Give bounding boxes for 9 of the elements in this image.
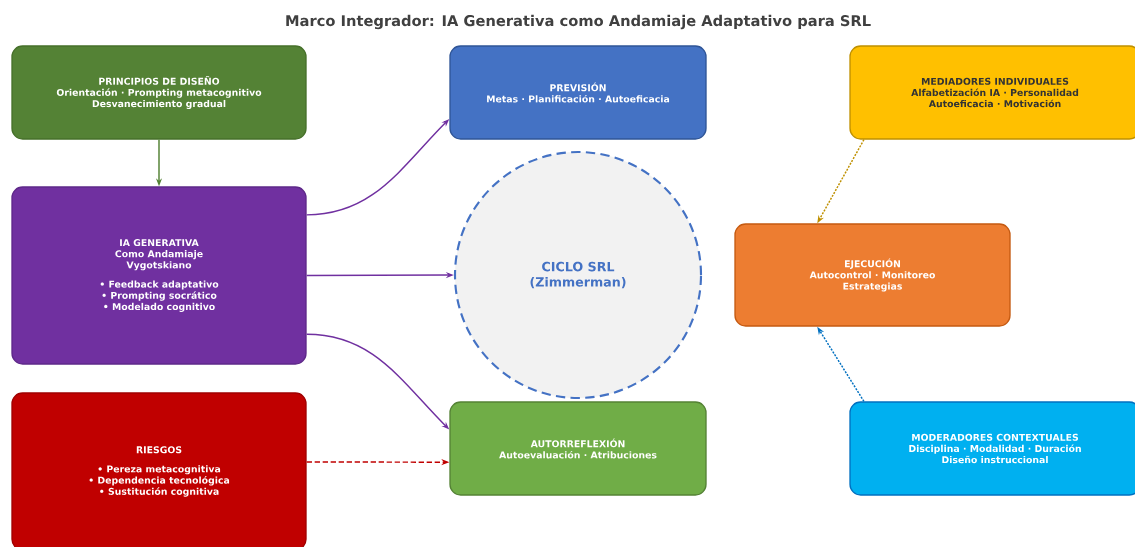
process-box: PRINCIPIOS DE DISEÑO Orientación · Prompting metacognitivo Desvanecimiento gradual [11,45,307,140]
process-box: MEDIADORES INDIVIDUALES Alfabetización IA · Personalidad Autoeficacia · Motivación [849,45,1135,140]
process-box: MODERADORES CONTEXTUALES Disciplina · Modalidad · Duración Diseño instruccional [849,401,1135,496]
process-box: RIESGOS • Pereza metacognitiva • Dependencia tecnológica • Sustitución cognitiva [11,392,307,547]
process-box: IA GENERATIVA Como Andamiaje Vygotskiano • Feedback adaptativo • Prompting socrático • Modelado cognitivo [11,186,307,365]
process-box: EJECUCIÓN Autocontrol · Monitoreo Estrategias [734,223,1011,327]
title: Marco Integrador: IA Generativa como Andamiaje Adaptativo para SRL [286,14,871,30]
process-box: PREVISIÓN Metas · Planificación · Autoeficacia [449,45,707,140]
process-box: AUTORREFLEXIÓN Autoevaluación · Atribuciones [449,401,707,496]
